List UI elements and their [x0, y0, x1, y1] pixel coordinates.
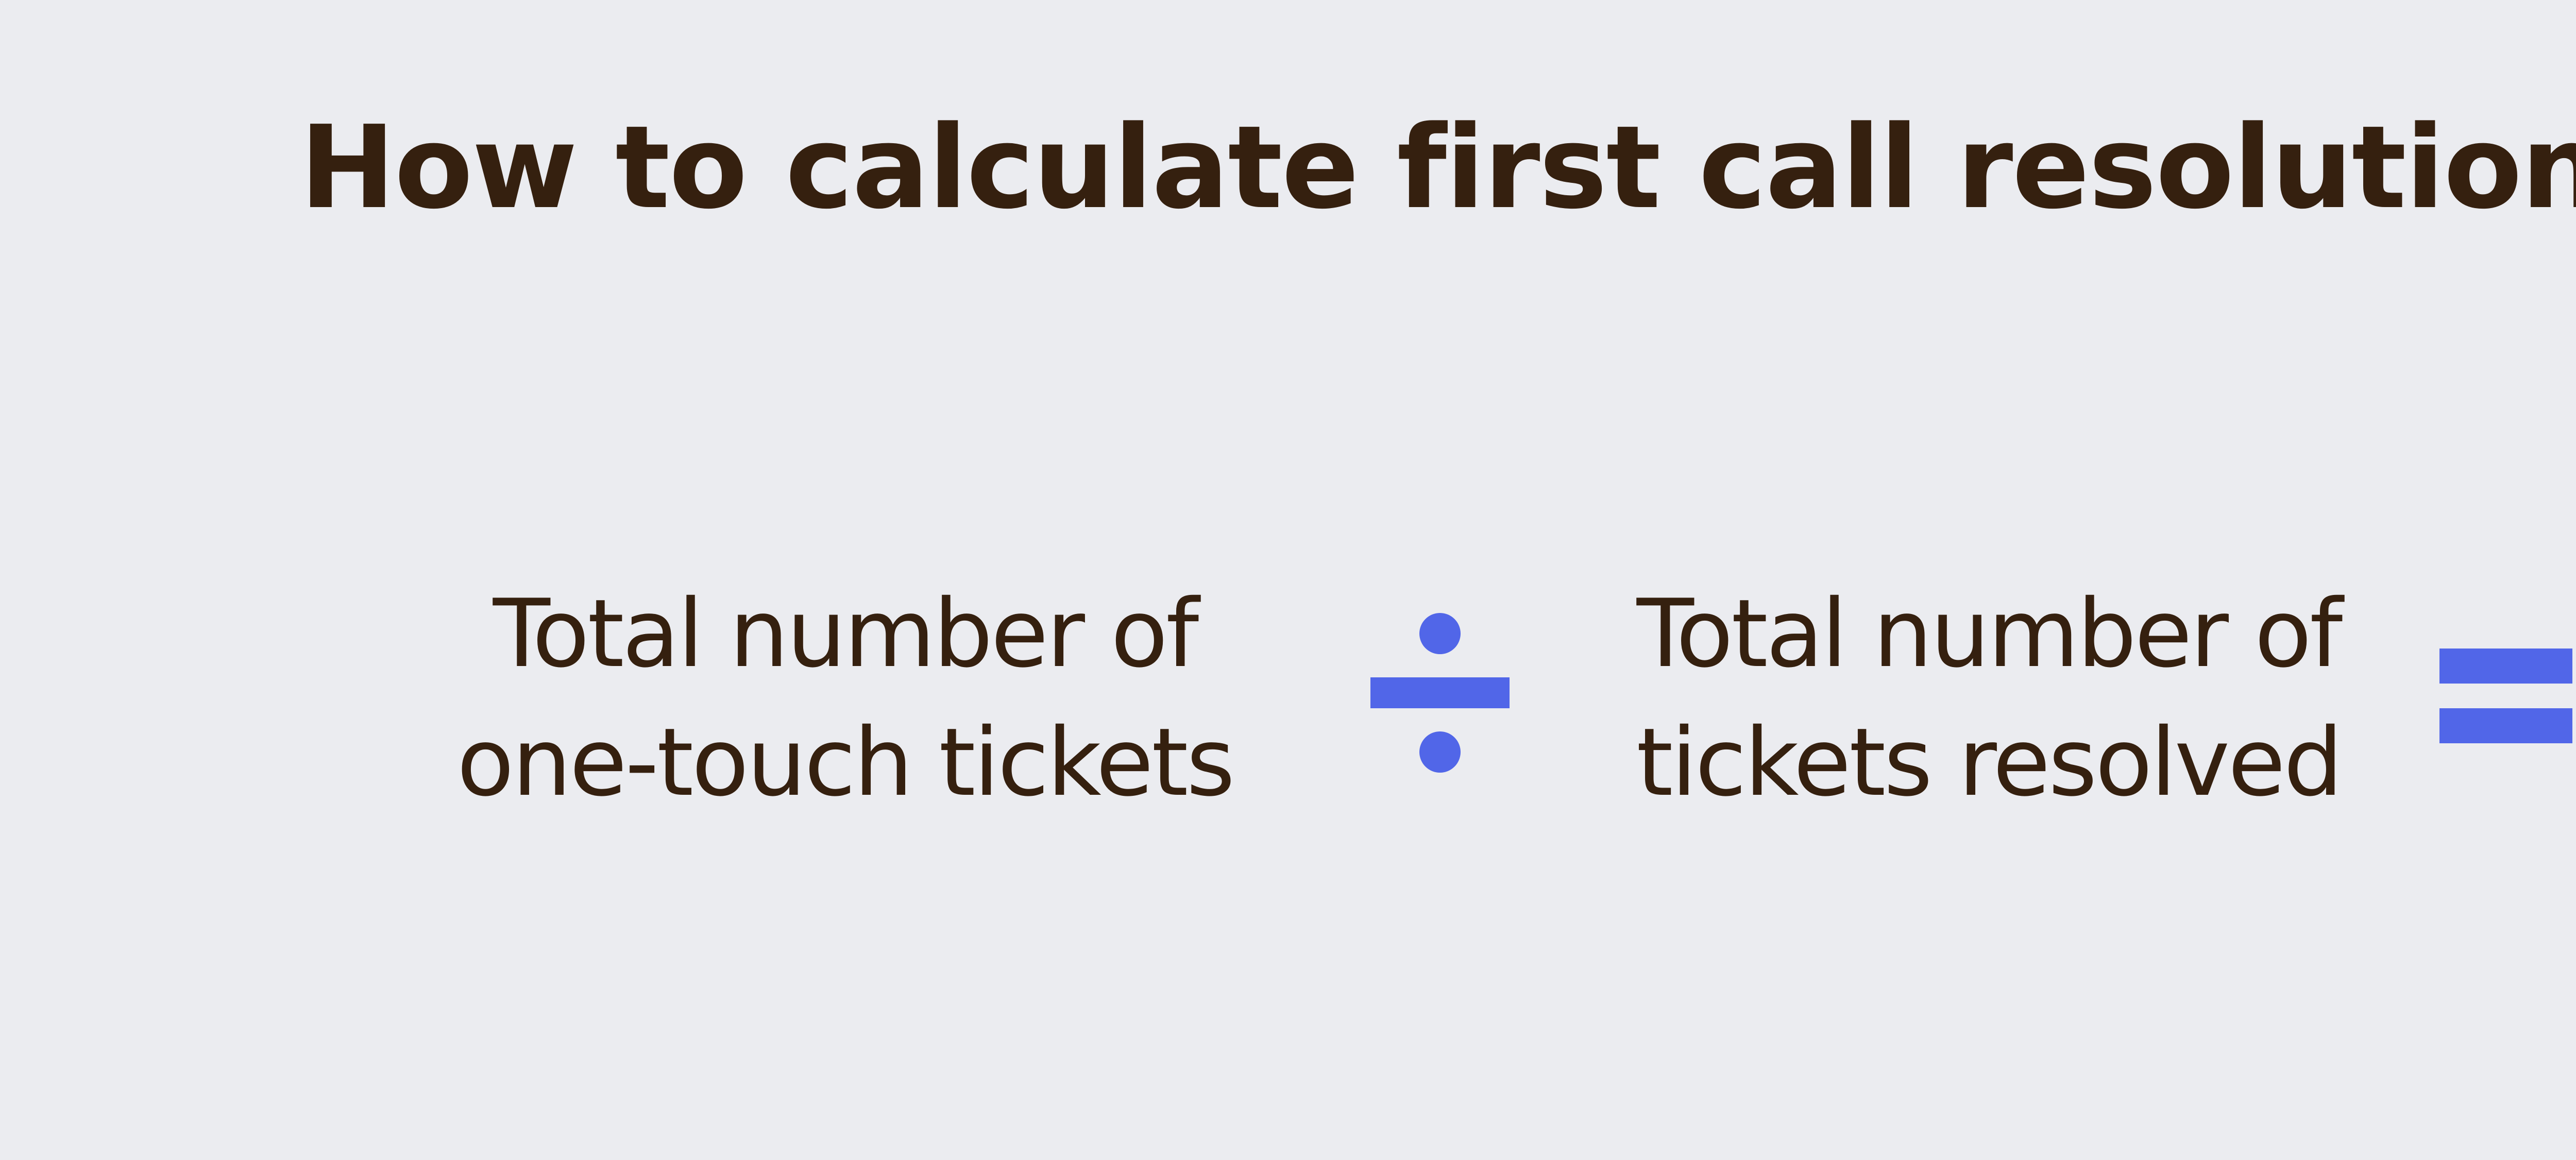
equals-bar-top [2439, 649, 2572, 684]
denominator-line-1: Total number of [1636, 579, 2343, 688]
denominator-term: Total number of tickets resolved [1587, 569, 2391, 827]
divide-bar [1370, 677, 1510, 708]
equals-bar-bottom [2439, 708, 2572, 743]
equals-icon [2439, 649, 2572, 744]
divide-icon [1370, 608, 1510, 778]
denominator-line-2: tickets resolved [1636, 708, 2343, 817]
numerator-line-2: one-touch tickets [456, 708, 1235, 817]
numerator-line-1: Total number of [493, 579, 1199, 688]
page-title: How to calculate first call resolution (… [299, 101, 2576, 234]
divide-dot-top [1419, 613, 1461, 654]
divide-dot-bottom [1419, 731, 1461, 773]
numerator-term: Total number of one-touch tickets [392, 569, 1298, 827]
